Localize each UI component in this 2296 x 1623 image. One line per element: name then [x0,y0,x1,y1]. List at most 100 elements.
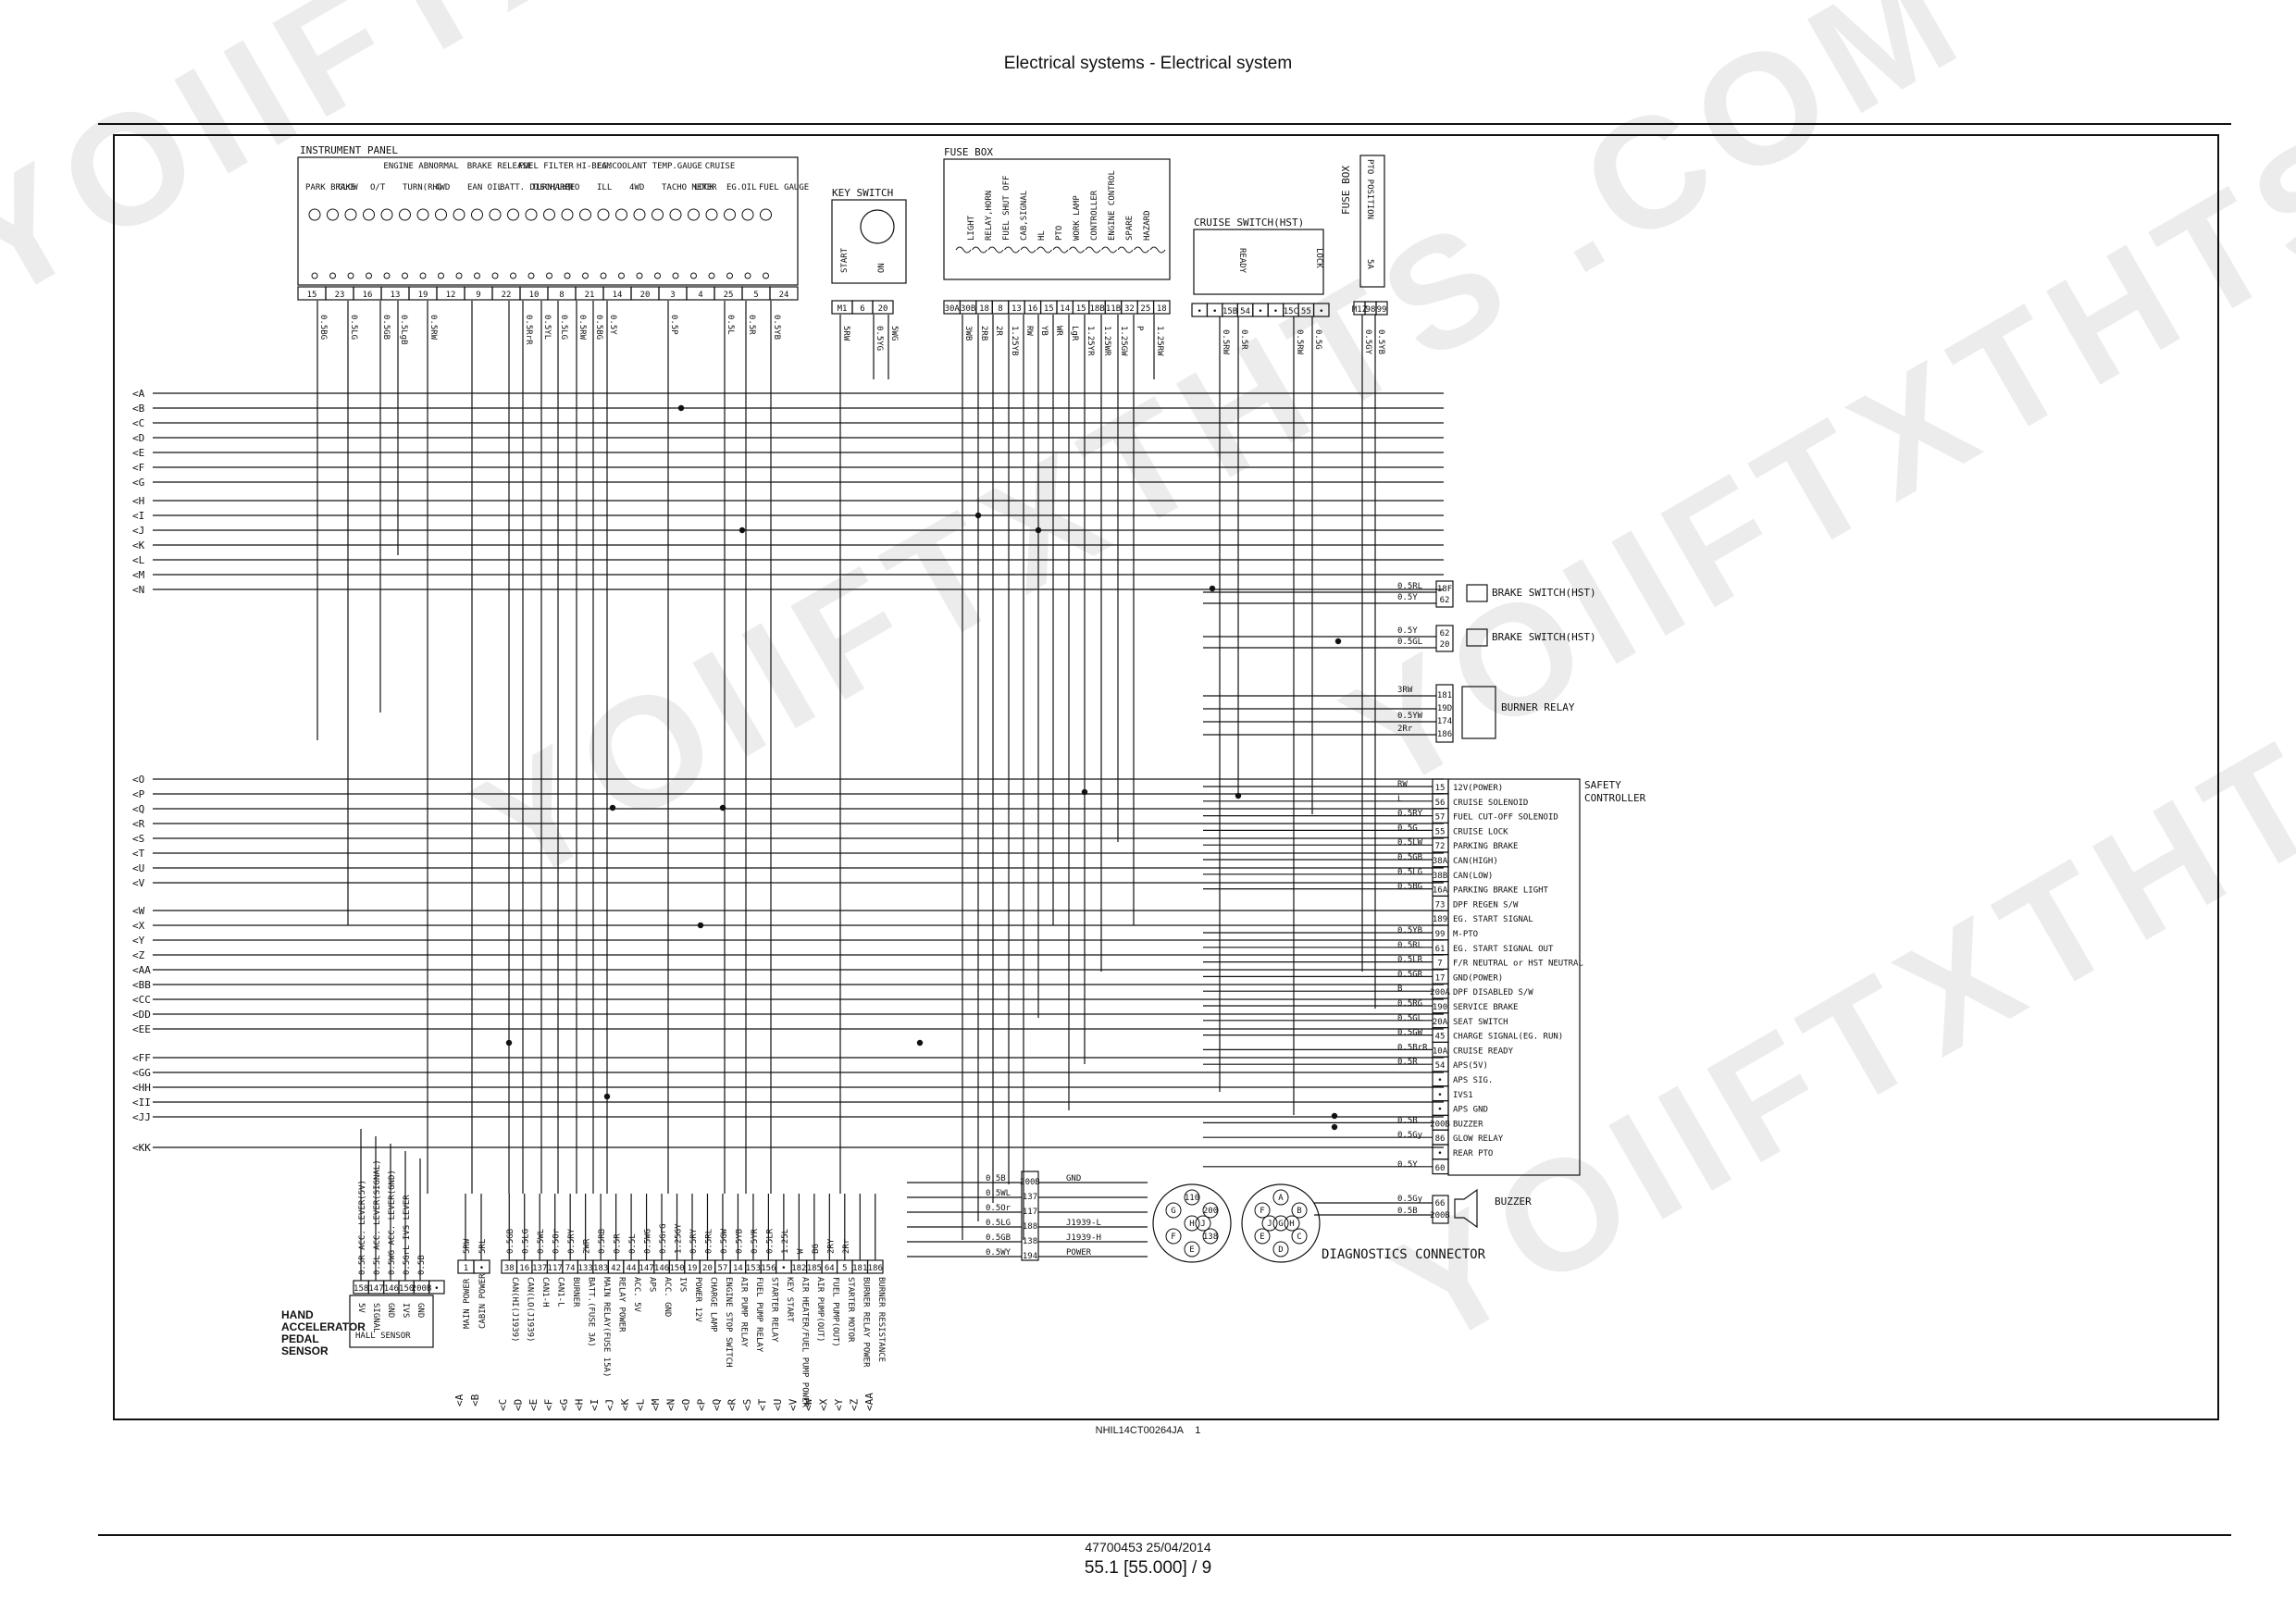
bottom-main-wire: 0.5L [628,1233,638,1254]
can-pin: 138 [1023,1237,1037,1246]
diag-pin-b [1272,1189,1289,1206]
connector-letter-cc: <CC [132,994,151,1006]
indicator-lamp-icon [669,208,682,221]
terminal-icon [726,272,733,279]
key-switch-connector-pin-label: 6 [860,304,864,314]
connector-letter-ff: <FF [132,1052,151,1064]
safety-signal: FUEL CUT-OFF SOLENOID [1453,813,1558,823]
instrument-connector-pin-label: 24 [779,291,789,300]
bottom-main-wire: 0.5GrG [659,1223,668,1254]
pto-fuse-connector-pin-label: M1Z [1352,305,1368,315]
bottom-main-connector-pin-label: 137 [532,1264,547,1273]
bottom-main-signal: ENGINE STOP SWITCH [724,1277,733,1368]
bottom-main-signal: IVS [678,1277,688,1292]
bottom-main-signal: APS [648,1277,657,1292]
diag-pin-a [1184,1215,1200,1232]
cruise-wire-label: 0.5G [1313,329,1322,350]
bottom-main-letter: <R [726,1398,738,1411]
cruise-switch-connector-pin-label: • [1258,307,1262,316]
bottom-main-letter: <O [680,1399,692,1411]
bottom-main-connector-pin-label: 19 [688,1264,698,1273]
header-rule [98,123,2231,125]
fuse-wire-label: P [1135,326,1144,331]
page-title: Electrical systems - Electrical system [1003,54,1293,73]
safety-signal: EG. START SIGNAL [1453,915,1533,924]
instrument-connector-pin [769,286,799,301]
indicator-label: PTO [565,183,579,192]
pto-fuse-connector-pin-label: 99 [1377,305,1387,315]
safety-pin: 7 [1437,960,1442,969]
terminal-icon [383,272,391,279]
hand-sensor-connector-pin-label: 158 [354,1284,368,1294]
indicator-lamp-icon [308,208,321,221]
fuse-wire-label: 1.25RW [1155,326,1164,356]
fuse-icon [1069,246,1085,254]
cruise-switch-connector-pin-label: 15C [1284,307,1298,316]
bottom-main-signal: BURNER RESISTANCE [876,1277,886,1362]
safety-wire-label: 0.5R [1397,1058,1418,1067]
safety-pin: 16A [1433,886,1448,896]
safety-wire-label: 0.5Y [1397,1160,1418,1170]
connector-letter-b: <B [132,403,145,415]
diag-pin-b [1291,1228,1308,1245]
safety-wire-label: RW [1397,780,1408,789]
fuse-icon [1004,246,1020,254]
fuse-box-title: FUSE BOX [944,146,993,158]
connector-letter-ii: <II [132,1096,151,1109]
bottom-main-signal: AIR HEATER/FUEL PUMP POWER [800,1277,809,1407]
can-signal: J1939-H [1066,1233,1101,1243]
fuse-box-connector-pin-label: 32 [1124,304,1135,314]
indicator-label: 4WD [435,183,450,192]
safety-pin: 86 [1435,1134,1446,1144]
pto-wire-label: 0.5YB [1376,329,1385,354]
bottom-main-wire: 2WR [583,1238,592,1254]
instrument-wire-label: 0.5YB [772,315,781,340]
cruise-switch-connector-pin-label: • [1273,307,1278,316]
cruise-switch-connector-pin-label: • [1319,307,1323,316]
bottom-main-letter: <C [497,1399,509,1411]
cruise-wire-label: 0.5RW [1295,329,1304,355]
connector-letter-h: <H [132,495,144,507]
safety-pin: 38B [1433,872,1447,881]
bottom-main-letter: <P [695,1398,707,1411]
wire-junction [738,527,746,534]
fuse-box-connector-pin-label: 30B [961,304,975,314]
indicator-lamp-icon [633,208,646,221]
indicator-label: LOCK [694,183,714,192]
bottom-main-signal: STARTER RELAY [769,1277,778,1343]
safety-signal: APS GND [1453,1106,1488,1115]
bottom-main-connector-pin-label: 181 [852,1264,867,1273]
instrument-wire-label: 0.5RW [577,315,587,341]
instrument-wire-label: 0.5Y [608,315,617,335]
bottom-small-letter: <B [469,1394,481,1406]
connector-letter-hh: <HH [132,1082,151,1094]
bottom-main-signal: ACC. 5V [632,1277,641,1313]
key-switch-connector-pin [872,300,894,315]
burner-relay-wire-label: 0.5YW [1397,712,1423,721]
cruise-switch-connector-pin-label: 55 [1301,307,1311,316]
buzzer-icon [1454,1188,1478,1229]
wire-junction [697,922,704,929]
safety-pin: 54 [1435,1061,1446,1071]
wire-junction [719,804,726,812]
diag-pin-a-label: F [1171,1233,1175,1242]
diag-pin-a-label: 138 [1203,1233,1218,1242]
indicator-label: BATT. DISCHARGE [500,183,575,192]
bottom-main-connector-pin-label: 185 [807,1264,822,1273]
connector-letter-u: <U [132,862,144,874]
burner-relay-symbol [1461,686,1496,739]
diag-pin-a [1195,1215,1211,1232]
diag-pin-b-label: E [1260,1233,1264,1242]
wire-junction [1035,527,1042,534]
safety-wire-label: 0.5RL [1397,941,1422,950]
burner-relay-pin: 174 [1437,717,1452,726]
fuse-box-connector-pin-label: 18 [1157,304,1167,314]
connector-letter-k: <K [132,539,145,551]
indicator-lamp-icon [561,208,574,221]
instrument-connector-pin-label: 5 [753,291,758,300]
terminal-icon [419,272,427,279]
fuse-icon [1134,246,1149,254]
indicator-lamp-icon [471,208,483,221]
safety-pin: 17 [1435,973,1446,983]
